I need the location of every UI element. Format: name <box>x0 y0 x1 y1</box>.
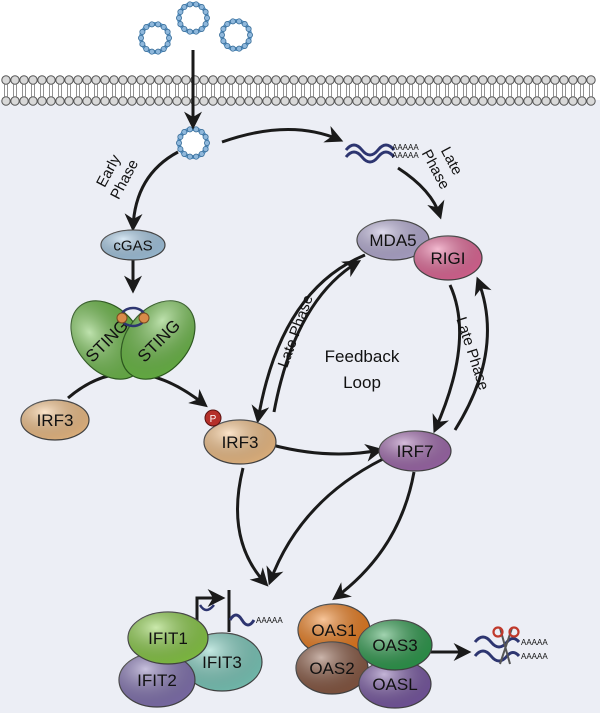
polya-tail: AAAAA <box>392 151 419 160</box>
phosphate-icon: P <box>204 409 222 427</box>
virion-icon <box>137 1 253 55</box>
arrow-early-phase <box>124 150 179 232</box>
oas3-node: OAS3 <box>357 619 433 671</box>
irf3-node: IRF3 <box>20 399 90 441</box>
rigi-node: RIGI <box>413 235 483 281</box>
mrna-icon <box>228 613 256 627</box>
ifit1-node: IFIT1 <box>127 611 209 665</box>
irf3-phospho-node: IRF3 <box>203 419 277 465</box>
arrow-virion-to-rna <box>221 125 344 144</box>
arrow-irf3-to-irf7 <box>271 443 384 462</box>
node-label: IRF3 <box>37 411 74 430</box>
feedback-loop-label: Loop <box>343 373 381 392</box>
oas2-node: OAS2 <box>295 641 369 695</box>
node-label: OASL <box>372 675 417 694</box>
arrow-irf3-to-ifit <box>236 467 269 587</box>
viral-rna-icon <box>344 143 396 164</box>
node-label: OAS2 <box>309 659 354 678</box>
cgas-node: cGAS <box>100 229 166 261</box>
arrow-rigi-to-irf7 <box>432 284 462 434</box>
polya-tail: AAAAA <box>521 652 548 661</box>
cgamp-icon <box>116 306 150 328</box>
membrane-icon <box>1 75 596 106</box>
cytoplasm <box>0 100 600 713</box>
node-label: IFIT3 <box>202 653 242 672</box>
irf7-node: IRF7 <box>378 430 452 472</box>
arrow-irf3-to-mda5 <box>272 260 362 413</box>
polya-tail: AAAAA <box>256 616 283 625</box>
arrow-irf7-to-ifit <box>266 456 386 586</box>
node-label: IFIT2 <box>137 671 177 690</box>
scissors-icon <box>492 626 520 665</box>
polya-tail: AAAAA <box>521 638 548 647</box>
arrow-late-phase-rna <box>397 166 445 220</box>
arrow-irf7-to-oas <box>332 471 416 601</box>
arrow-irf7-to-rigi <box>453 276 492 431</box>
viral-rna-icon <box>473 635 521 663</box>
ifit2-node: IFIT2 <box>118 652 196 708</box>
phosphate-label: P <box>210 414 217 425</box>
node-label: RIGI <box>431 249 466 268</box>
mda5-node: MDA5 <box>356 219 430 261</box>
node-label: cGAS <box>113 237 152 254</box>
virion-icon <box>175 126 210 160</box>
node-label: OAS1 <box>311 621 356 640</box>
transcription-start-icon <box>195 589 231 632</box>
oas1-node: OAS1 <box>297 603 371 657</box>
node-label: IRF3 <box>222 433 259 452</box>
node-label: IFIT1 <box>148 629 188 648</box>
polya-tail: AAAAA <box>392 143 419 152</box>
oasl-node: OASL <box>358 659 432 709</box>
node-label: IRF7 <box>397 442 434 461</box>
node-label: OAS3 <box>372 636 417 655</box>
feedback-loop-label: Feedback <box>325 347 400 366</box>
node-label: MDA5 <box>369 231 416 250</box>
